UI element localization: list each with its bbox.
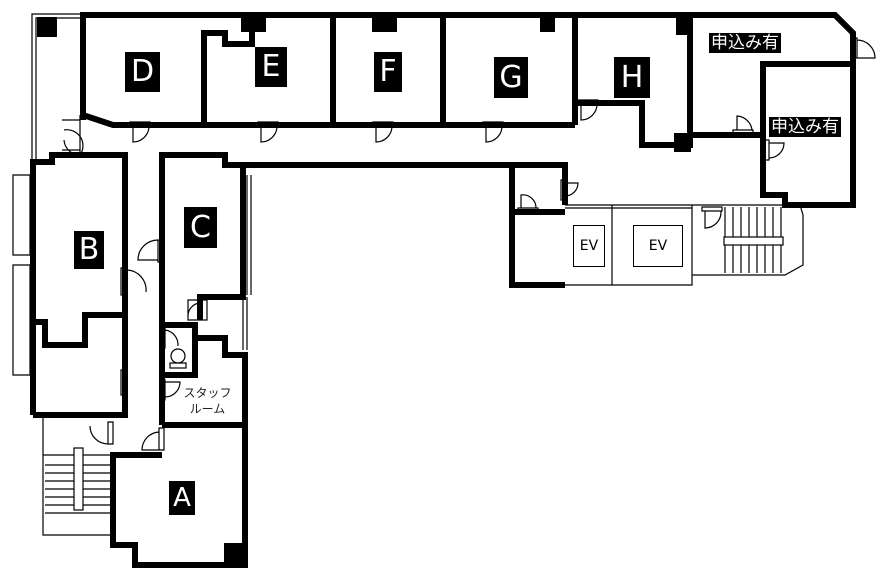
room-label-b[interactable]: B bbox=[74, 231, 104, 269]
room-label-d[interactable]: D bbox=[125, 52, 160, 92]
room-label-c[interactable]: C bbox=[184, 207, 217, 248]
room-label-g[interactable]: G bbox=[494, 57, 528, 98]
staff-room-label: スタッフ ルーム bbox=[180, 385, 235, 417]
room-label-h[interactable]: H bbox=[614, 57, 650, 98]
room-label-e[interactable]: E bbox=[255, 47, 287, 87]
room-label-f[interactable]: F bbox=[374, 52, 402, 92]
applied-badge-upper: 申込み有 bbox=[709, 33, 781, 53]
elevator-1: EV bbox=[573, 225, 605, 267]
staff-room-line1: スタッフ bbox=[183, 386, 232, 400]
room-label-a[interactable]: A bbox=[169, 481, 195, 515]
elevator-2: EV bbox=[633, 225, 683, 267]
applied-badge-lower: 申込み有 bbox=[769, 117, 841, 137]
staff-room-line2: ルーム bbox=[189, 402, 226, 416]
